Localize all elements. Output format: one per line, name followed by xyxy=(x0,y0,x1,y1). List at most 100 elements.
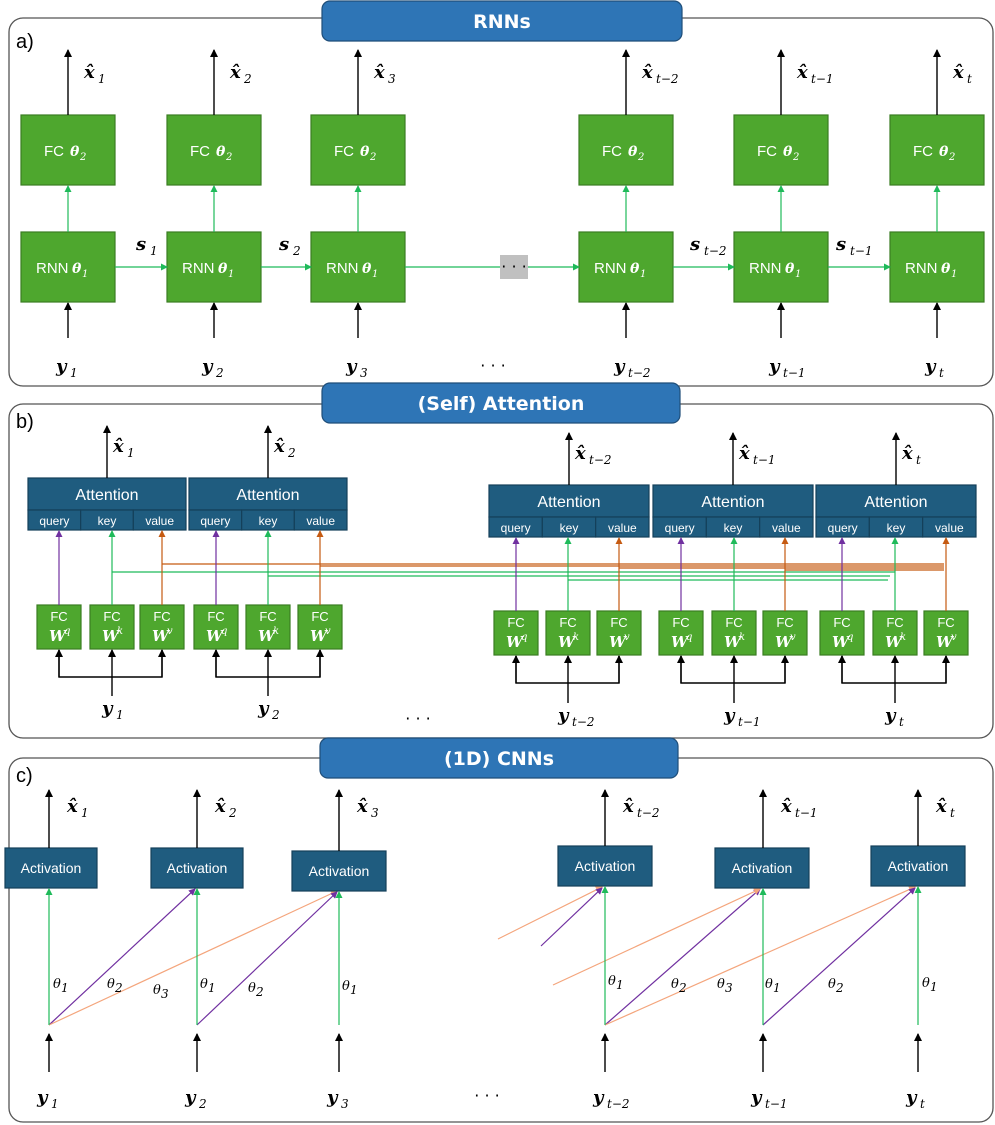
theta-sub: 1 xyxy=(350,983,358,997)
cnn-weight-edge-8 xyxy=(540,887,603,947)
fc-wk-block xyxy=(245,604,291,650)
attention-output-label-sub: t−2 xyxy=(589,453,612,467)
attention-key-label: key xyxy=(98,514,117,528)
cnn-output-label-main: x̂ xyxy=(622,796,634,817)
fc-block-param: θ xyxy=(360,144,370,160)
fc-block xyxy=(310,114,406,186)
rnn-output-label-main: x̂ xyxy=(796,62,808,83)
rnn-block-param-sub: 1 xyxy=(82,269,88,280)
attention-block-title: Attention xyxy=(864,494,927,511)
state-label-3-main: s xyxy=(689,234,700,255)
attention-output-label-main: x̂ xyxy=(273,436,285,457)
rnn-input-label-main: y xyxy=(345,356,358,377)
cnn-output-label-main: x̂ xyxy=(935,796,947,817)
attention-input-label-main: y xyxy=(723,705,736,726)
theta-symbol: θ xyxy=(342,979,350,994)
attention-value-label: value xyxy=(145,514,174,528)
fc-wv-sup: v xyxy=(624,632,630,643)
theta-sub: 1 xyxy=(61,981,69,995)
attention-block-title: Attention xyxy=(537,494,600,511)
cnn-input-label-main: y xyxy=(905,1087,918,1108)
rnn-block xyxy=(20,231,116,303)
fc-wk-w: W xyxy=(724,633,743,651)
rnn-output-label: x̂3 xyxy=(373,62,396,86)
cnn-weight-edge-7 xyxy=(497,886,603,940)
rnn-input-label-main: y xyxy=(924,356,937,377)
cnn-output-label: x̂t−2 xyxy=(622,796,660,820)
cnn-output-label-sub: t xyxy=(950,806,955,820)
rnn-output-label-main: x̂ xyxy=(229,62,241,83)
attention-input-label-main: y xyxy=(101,698,114,719)
attention-block-title: Attention xyxy=(75,487,138,504)
fc-wq-sup: q xyxy=(847,632,853,643)
state-label-1-sub: 1 xyxy=(150,244,158,258)
state-label-2-sub: 2 xyxy=(292,244,301,258)
fc-wk-sup: k xyxy=(739,632,745,643)
fc-wq-label: FC xyxy=(207,609,224,624)
cnn-input-label-sub: t−2 xyxy=(607,1097,630,1111)
cnn-output-label: x̂3 xyxy=(356,796,379,820)
cnn-output-label-main: x̂ xyxy=(66,796,78,817)
theta-symbol: θ xyxy=(671,977,679,992)
attention-key-label: key xyxy=(259,514,278,528)
cnn-input-label-sub: 3 xyxy=(341,1097,349,1111)
rnn-block-label: RNN xyxy=(326,260,359,277)
attention-input-label-sub: t−2 xyxy=(572,715,595,729)
fc-wv-sup: v xyxy=(325,626,331,637)
theta-symbol: θ xyxy=(608,974,616,989)
state-label-2-main: s xyxy=(278,234,289,255)
activation-block xyxy=(4,847,98,889)
rnn-output-label-main: x̂ xyxy=(952,62,964,83)
theta-symbol: θ xyxy=(153,983,161,998)
panel-c-frame xyxy=(8,757,994,1123)
rnn-block xyxy=(166,231,262,303)
rnn-ellipsis-dots: · · · xyxy=(501,257,526,276)
theta-sub: 3 xyxy=(725,981,733,995)
attention-output-label-main: x̂ xyxy=(901,443,913,464)
attention-query-label: query xyxy=(39,514,69,528)
fc-wk-sup: k xyxy=(573,632,579,643)
fc-wq-w: W xyxy=(49,627,68,645)
fc-wv-sup: v xyxy=(951,632,957,643)
rnn-output-label-sub: 2 xyxy=(243,72,252,86)
rnn-block-label: RNN xyxy=(749,260,782,277)
rnn-block-param-sub: 1 xyxy=(951,269,957,280)
rnn-input-label-sub: t xyxy=(939,366,944,380)
attention-output-label: x̂t−2 xyxy=(574,443,612,467)
panel-a-label: a) xyxy=(16,31,34,53)
theta-sub: 3 xyxy=(161,987,169,1001)
cnn-output-label: x̂1 xyxy=(66,796,89,820)
fc-wq-block xyxy=(36,604,82,650)
panel-b-frame xyxy=(8,403,994,739)
fc-wk-sup: k xyxy=(273,626,279,637)
fc-block xyxy=(20,114,116,186)
fc-block-param-sub: 2 xyxy=(637,152,644,163)
rnn-block-param: θ xyxy=(72,261,82,277)
activation-block xyxy=(291,850,387,892)
rnn-output-label-sub: t−2 xyxy=(656,72,679,86)
attention-output-label: x̂t xyxy=(901,443,921,467)
theta-symbol: θ xyxy=(717,977,725,992)
cnn-weight-edge-5 xyxy=(604,886,916,1026)
attention-output-label-sub: t−1 xyxy=(753,453,776,467)
fc-wv-sup: v xyxy=(167,626,173,637)
panel-a-banner: RNNs xyxy=(321,0,683,42)
rnn-input-label-sub: 3 xyxy=(360,366,368,380)
fc-wk-block xyxy=(872,610,918,656)
cnn-bottom-dots: · · · xyxy=(474,1086,499,1105)
attention-output-label-sub: 2 xyxy=(287,446,296,460)
